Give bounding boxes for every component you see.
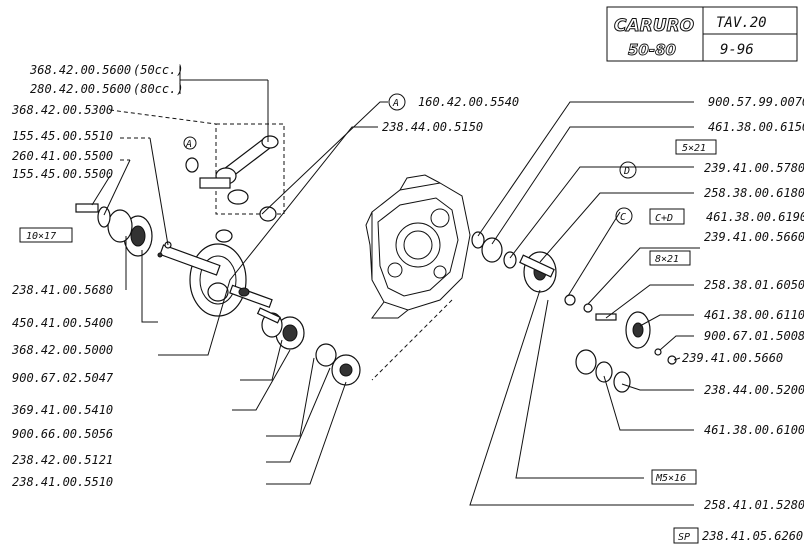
engine-case-sketch — [365, 174, 471, 381]
part-number-label: 238.44.00.5200 — [704, 383, 804, 397]
part-number-label: 239.41.00.5780 — [704, 161, 804, 175]
dimension-label: 8×21 — [655, 254, 679, 265]
dimension-label: M5×16 — [655, 473, 686, 484]
callout-a-marker: A — [392, 98, 399, 109]
part-number-label: 155.45.00.5500 — [12, 167, 113, 181]
part-number-label: 369.41.00.5410 — [11, 403, 113, 417]
part-number-label: 160.42.00.5540 — [418, 95, 519, 109]
dimension-label: 5×21 — [682, 143, 706, 154]
part-number-label: 368.42.00.5600 — [29, 63, 131, 77]
part-number-label: 450.41.00.5400 — [12, 316, 113, 330]
part-number-label: 280.42.00.5600 — [30, 82, 131, 96]
part-number-label: 461.38.00.6150 — [708, 120, 804, 134]
part-number-label: 258.38.00.6180 — [704, 186, 804, 200]
brand-logo: CARURO — [614, 16, 694, 36]
dimension-label: 10×17 — [26, 231, 56, 242]
part-number-label: 900.67.02.5047 — [12, 371, 114, 385]
part-number-label: 900.67.01.5008 — [704, 329, 804, 343]
callout-c-marker: C — [620, 212, 626, 223]
part-number-label: 238.44.00.5150 — [382, 120, 483, 134]
part-number-label: 461.38.00.6100 — [704, 423, 804, 437]
part-number-label: 260.41.00.5500 — [12, 149, 113, 163]
part-number-label: 155.45.00.5510 — [12, 129, 113, 143]
part-number-label: 900.57.99.0070 — [708, 95, 804, 109]
part-number-label: 258.41.01.5280 — [704, 498, 804, 512]
part-number-label: 239.41.00.5660 — [704, 230, 804, 244]
revision-date: 9-96 — [720, 42, 754, 58]
part-number-label: 461.38.00.6110 — [704, 308, 804, 322]
part-number-label: 368.42.00.5300 — [11, 103, 113, 117]
part-number-label: 900.66.00.5056 — [12, 427, 113, 441]
part-number-label: 238.42.00.5121 — [12, 453, 113, 467]
left-bearings — [75, 203, 172, 258]
table-number: TAV.20 — [716, 15, 767, 31]
part-number-label: 238.41.00.5680 — [12, 283, 113, 297]
variant-note: (50cc.) — [133, 63, 184, 77]
callout-d-marker: D — [623, 166, 630, 177]
callout-a-small-icon — [183, 136, 197, 150]
right-labels: 900.57.99.0070 461.38.00.6150 5×21 D 239… — [615, 95, 804, 544]
title-block: CARURO 50-80 TAV.20 9-96 — [606, 6, 798, 62]
left-labels: 368.42.00.5600 (50cc.) 280.42.00.5600 (8… — [11, 63, 184, 489]
part-number-label: 368.42.00.5000 — [11, 343, 113, 357]
variant-note: (80cc.) — [133, 82, 184, 96]
svg-text:A: A — [185, 139, 192, 150]
part-number-label: 258.38.01.6050 — [704, 278, 804, 292]
center-labels: A 160.42.00.5540 238.44.00.5150 — [382, 93, 519, 134]
part-number-label: 461.38.00.6190 — [706, 210, 804, 224]
part-number-label: 238.41.00.5510 — [12, 475, 113, 489]
callout-c-box: C+D — [655, 213, 673, 224]
leader-lines — [91, 66, 700, 506]
crankshaft — [159, 229, 273, 317]
model-range: 50-80 — [628, 41, 676, 59]
connecting-rod-kit: A — [183, 123, 285, 222]
gear-cluster — [471, 231, 677, 393]
part-number-label: 238.41.05.6260 — [702, 529, 803, 543]
sp-marker: SP — [678, 532, 690, 543]
crank-bearings — [256, 307, 361, 386]
part-number-label: 239.41.00.5660 — [682, 351, 783, 365]
